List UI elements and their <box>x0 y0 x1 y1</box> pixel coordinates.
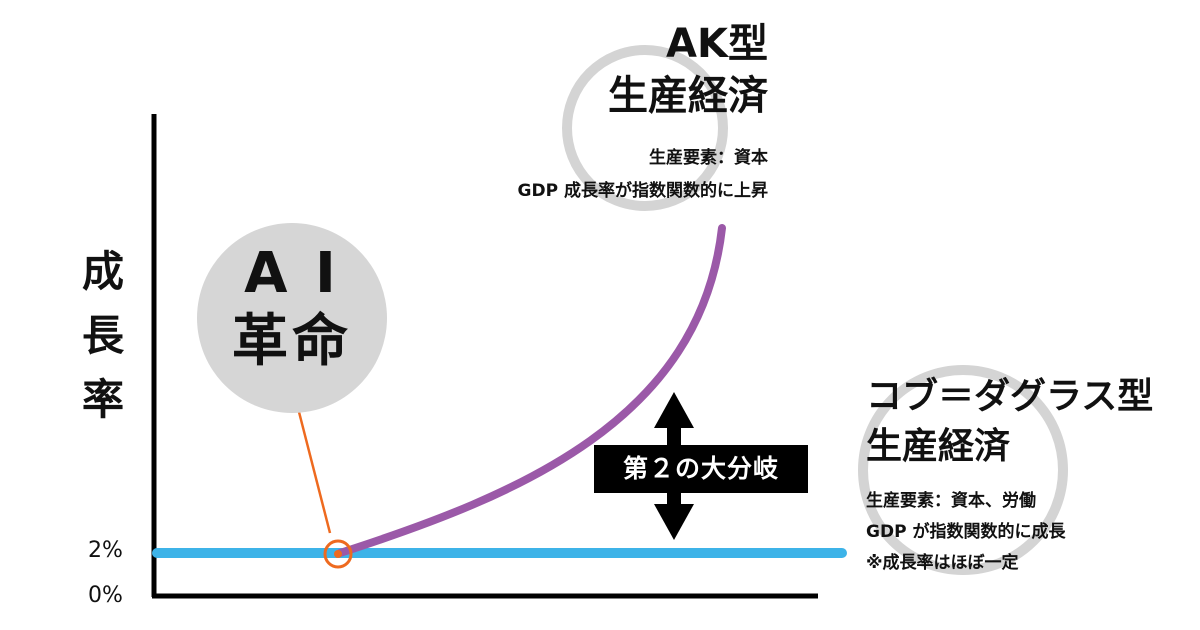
cd-title-line2: 生産経済 <box>866 426 1011 467</box>
cd-description: GDP が指数関数的に成長 <box>866 522 1066 542</box>
ai-pointer-line <box>297 411 332 534</box>
ak-curve <box>336 224 726 557</box>
divergence-label: 第２の大分岐 <box>594 445 808 493</box>
ak-title-line1: AK型 <box>666 21 768 67</box>
y-axis-label-char: 率 <box>81 375 124 424</box>
ai-label-line1: A I <box>244 241 340 306</box>
cobb-douglas-title: コブ＝ダグラス型 生産経済 <box>866 372 1153 472</box>
ak-model-details: 生産要素：資本 GDP 成長率が指数関数的に上昇 <box>518 142 768 208</box>
ak-title-line2: 生産経済 <box>608 73 768 119</box>
ak-ring <box>562 45 728 211</box>
ai-label-line2: 革命 <box>232 309 352 374</box>
tick-2-percent: 2% <box>88 538 123 563</box>
cd-title-line1: コブ＝ダグラス型 <box>866 376 1154 417</box>
cd-factors: 生産要素：資本、労働 <box>866 491 1036 511</box>
ai-revolution-label: A I 革命 <box>197 240 387 376</box>
ai-marker-dot <box>334 550 342 558</box>
ai-marker-ring <box>323 539 353 569</box>
y-axis-label: 成 長 率 <box>78 240 128 432</box>
ak-model-title: AK型 生産経済 <box>608 18 768 122</box>
cd-note: ※成長率はほぼ一定 <box>866 553 1019 573</box>
ak-description: GDP 成長率が指数関数的に上昇 <box>517 181 768 201</box>
ak-factors: 生産要素：資本 <box>649 148 768 168</box>
tick-0-percent: 0% <box>88 583 123 608</box>
y-axis-label-char: 成 <box>81 247 124 296</box>
cobb-douglas-details: 生産要素：資本、労働 GDP が指数関数的に成長 ※成長率はほぼ一定 <box>866 486 1065 579</box>
y-axis-label-char: 長 <box>81 311 124 360</box>
cobb-douglas-ring <box>858 365 1068 575</box>
ai-revolution-badge <box>197 223 387 413</box>
